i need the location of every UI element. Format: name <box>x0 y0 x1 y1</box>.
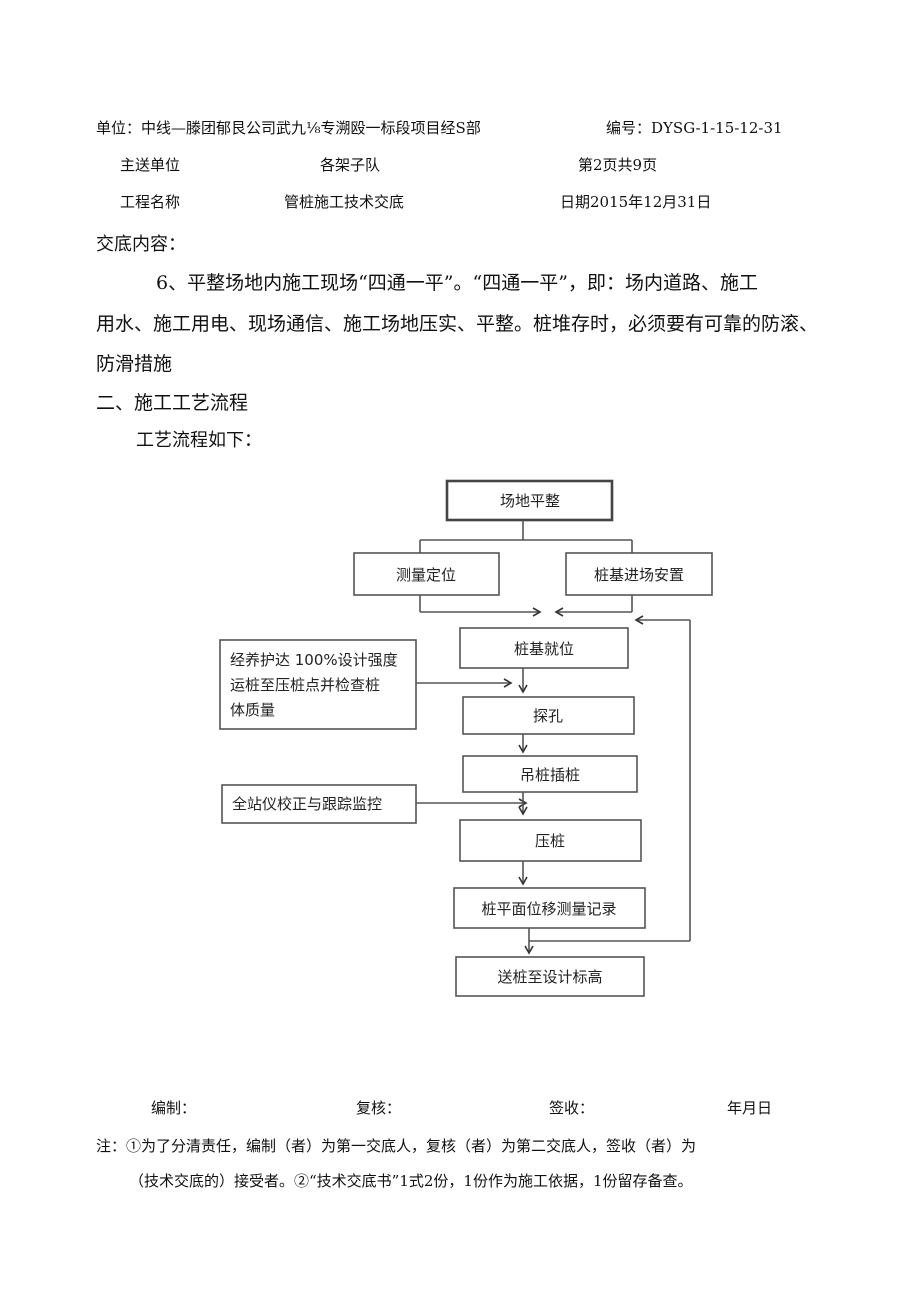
label-site-leveling: 场地平整 <box>500 492 560 510</box>
label-pile-positioning: 桩基就位 <box>514 640 574 658</box>
box-side-note-2 <box>221 784 417 824</box>
project-label: 工程名称 <box>120 193 181 211</box>
box-send-to-elevation <box>455 956 645 997</box>
label-survey-positioning: 测量定位 <box>396 566 456 584</box>
section-title: 二、施工工艺流程 <box>96 392 249 414</box>
box-side-note-1 <box>219 639 417 730</box>
paragraph-line-3: 防滑措施 <box>96 353 173 375</box>
box-pile-positioning <box>459 627 629 669</box>
box-press-pile <box>459 819 642 862</box>
flow-intro: 工艺流程如下： <box>136 430 262 451</box>
label-press-pile: 压桩 <box>535 832 565 850</box>
content-heading: 交底内容： <box>96 234 186 255</box>
box-pile-delivery <box>565 552 713 596</box>
page-info: 第2页共9页 <box>578 156 658 174</box>
recipient-label: 主送单位 <box>120 156 181 174</box>
side-note-1-line-2: 运桩至压桩点并检查桩 <box>230 676 380 694</box>
box-survey-positioning <box>353 552 500 596</box>
side-note-1-line-1: 经养护达 100%设计强度 <box>230 651 398 669</box>
paragraph-line-1: 6、平整场地内施工现场“四通一平”。“四通一平”，即：场内道路、施工 <box>156 272 758 294</box>
box-probe-hole <box>462 696 635 735</box>
note-line-2: （技术交底的）接受者。②“技术交底书”1式2份，1份作为施工依据，1份留存备查。 <box>129 1172 693 1190</box>
project-value: 管桩施工技术交底 <box>284 193 405 211</box>
paragraph-line-2: 用水、施工用电、现场通信、施工场地压实、平整。桩堆存时，必须要有可靠的防滚、 <box>96 313 819 335</box>
box-hoist-insert <box>462 755 638 793</box>
side-note-2-label: 全站仪校正与跟踪监控 <box>232 795 382 813</box>
recipient-value: 各架子队 <box>320 156 381 174</box>
label-send-to-elevation: 送桩至设计标高 <box>497 968 602 986</box>
signature-date-label: 年月日 <box>727 1099 773 1117</box>
label-probe-hole: 探孔 <box>533 707 563 725</box>
label-hoist-insert: 吊桩插桩 <box>520 766 580 784</box>
label-pile-delivery: 桩基进场安置 <box>594 566 684 584</box>
reviewed-by-label: 复核： <box>356 1099 402 1117</box>
side-note-1-line-3: 体质量 <box>230 701 275 719</box>
box-site-leveling <box>445 479 614 522</box>
unit-label: 单位：中线—滕团郁艮公司武九⅛专溯殴一标段项目经S部 <box>96 119 481 137</box>
document-date: 日期2015年12月31日 <box>560 193 712 211</box>
label-displacement-record: 桩平面位移测量记录 <box>481 900 616 918</box>
box-displacement-record <box>453 887 646 929</box>
note-line-1: 注：①为了分清责任，编制（者）为第一交底人，复核（者）为第二交底人，签收（者）为 <box>96 1137 697 1155</box>
compiled-by-label: 编制： <box>151 1099 197 1117</box>
received-by-label: 签收： <box>549 1099 595 1117</box>
document-code: 编号：DYSG-1-15-12-31 <box>606 119 783 137</box>
